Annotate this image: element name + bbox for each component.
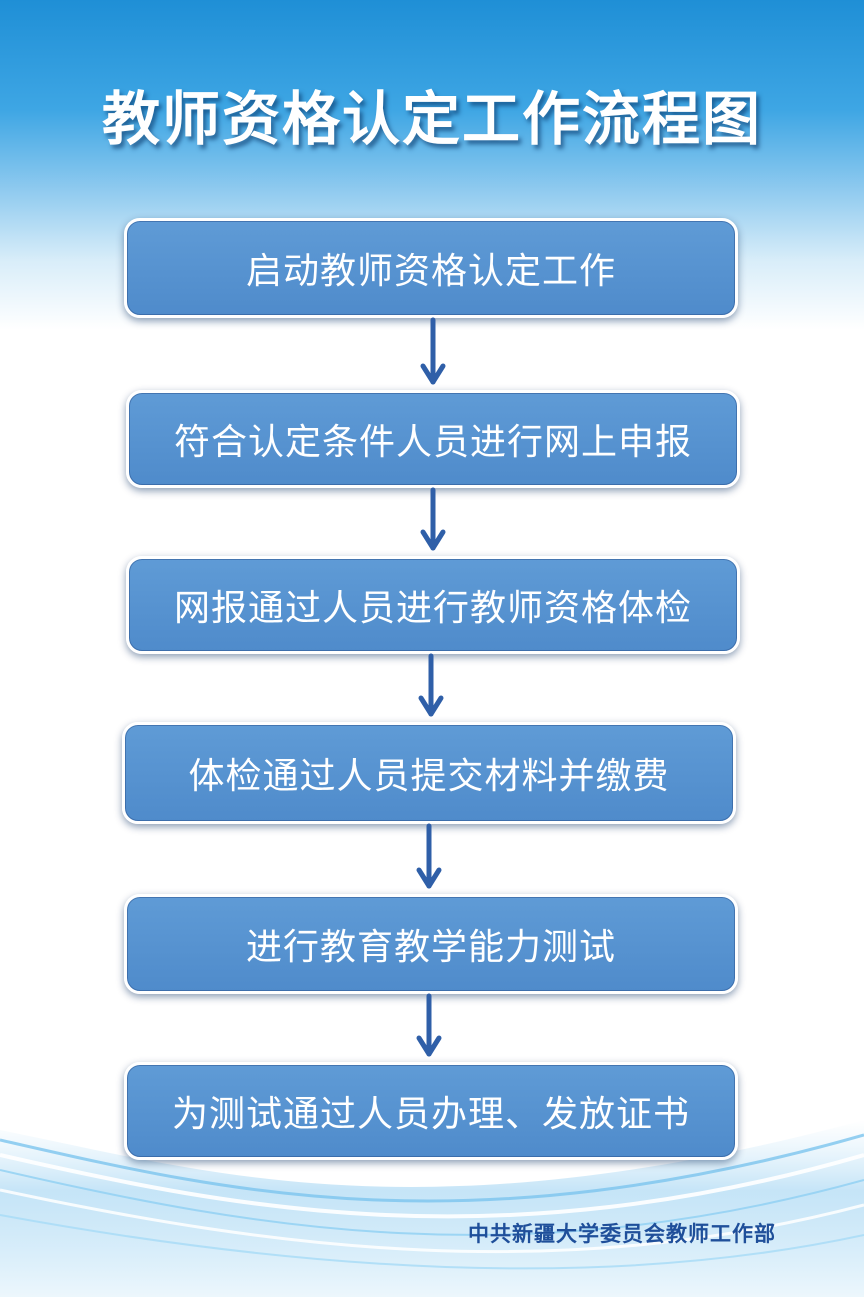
flow-step-1-label: 启动教师资格认定工作 — [245, 251, 616, 292]
flow-step-2: 符合认定条件人员进行网上申报 — [126, 390, 740, 488]
wave-decoration — [0, 1120, 864, 1297]
flow-step-1: 启动教师资格认定工作 — [124, 218, 738, 318]
flow-step-6: 为测试通过人员办理、发放证书 — [124, 1062, 738, 1160]
flow-step-5: 进行教育教学能力测试 — [124, 894, 738, 994]
flow-step-5-label: 进行教育教学能力测试 — [245, 927, 616, 968]
flow-step-3-label: 网报通过人员进行教师资格体检 — [173, 588, 692, 629]
arrow-4-to-5 — [416, 823, 442, 889]
flow-step-2-label: 符合认定条件人员进行网上申报 — [173, 422, 692, 463]
arrow-2-to-3 — [420, 487, 446, 551]
arrow-5-to-6 — [416, 993, 442, 1057]
flow-step-3: 网报通过人员进行教师资格体检 — [126, 556, 740, 654]
flow-step-6-label: 为测试通过人员办理、发放证书 — [171, 1094, 690, 1135]
arrow-3-to-4 — [418, 653, 444, 717]
flow-step-4: 体检通过人员提交材料并缴费 — [122, 722, 736, 824]
footer-org: 中共新疆大学委员会教师工作部 — [468, 1222, 776, 1246]
page-title: 教师资格认定工作流程图 — [101, 85, 762, 153]
arrow-1-to-2 — [420, 317, 446, 385]
flow-step-4-label: 体检通过人员提交材料并缴费 — [188, 756, 670, 797]
